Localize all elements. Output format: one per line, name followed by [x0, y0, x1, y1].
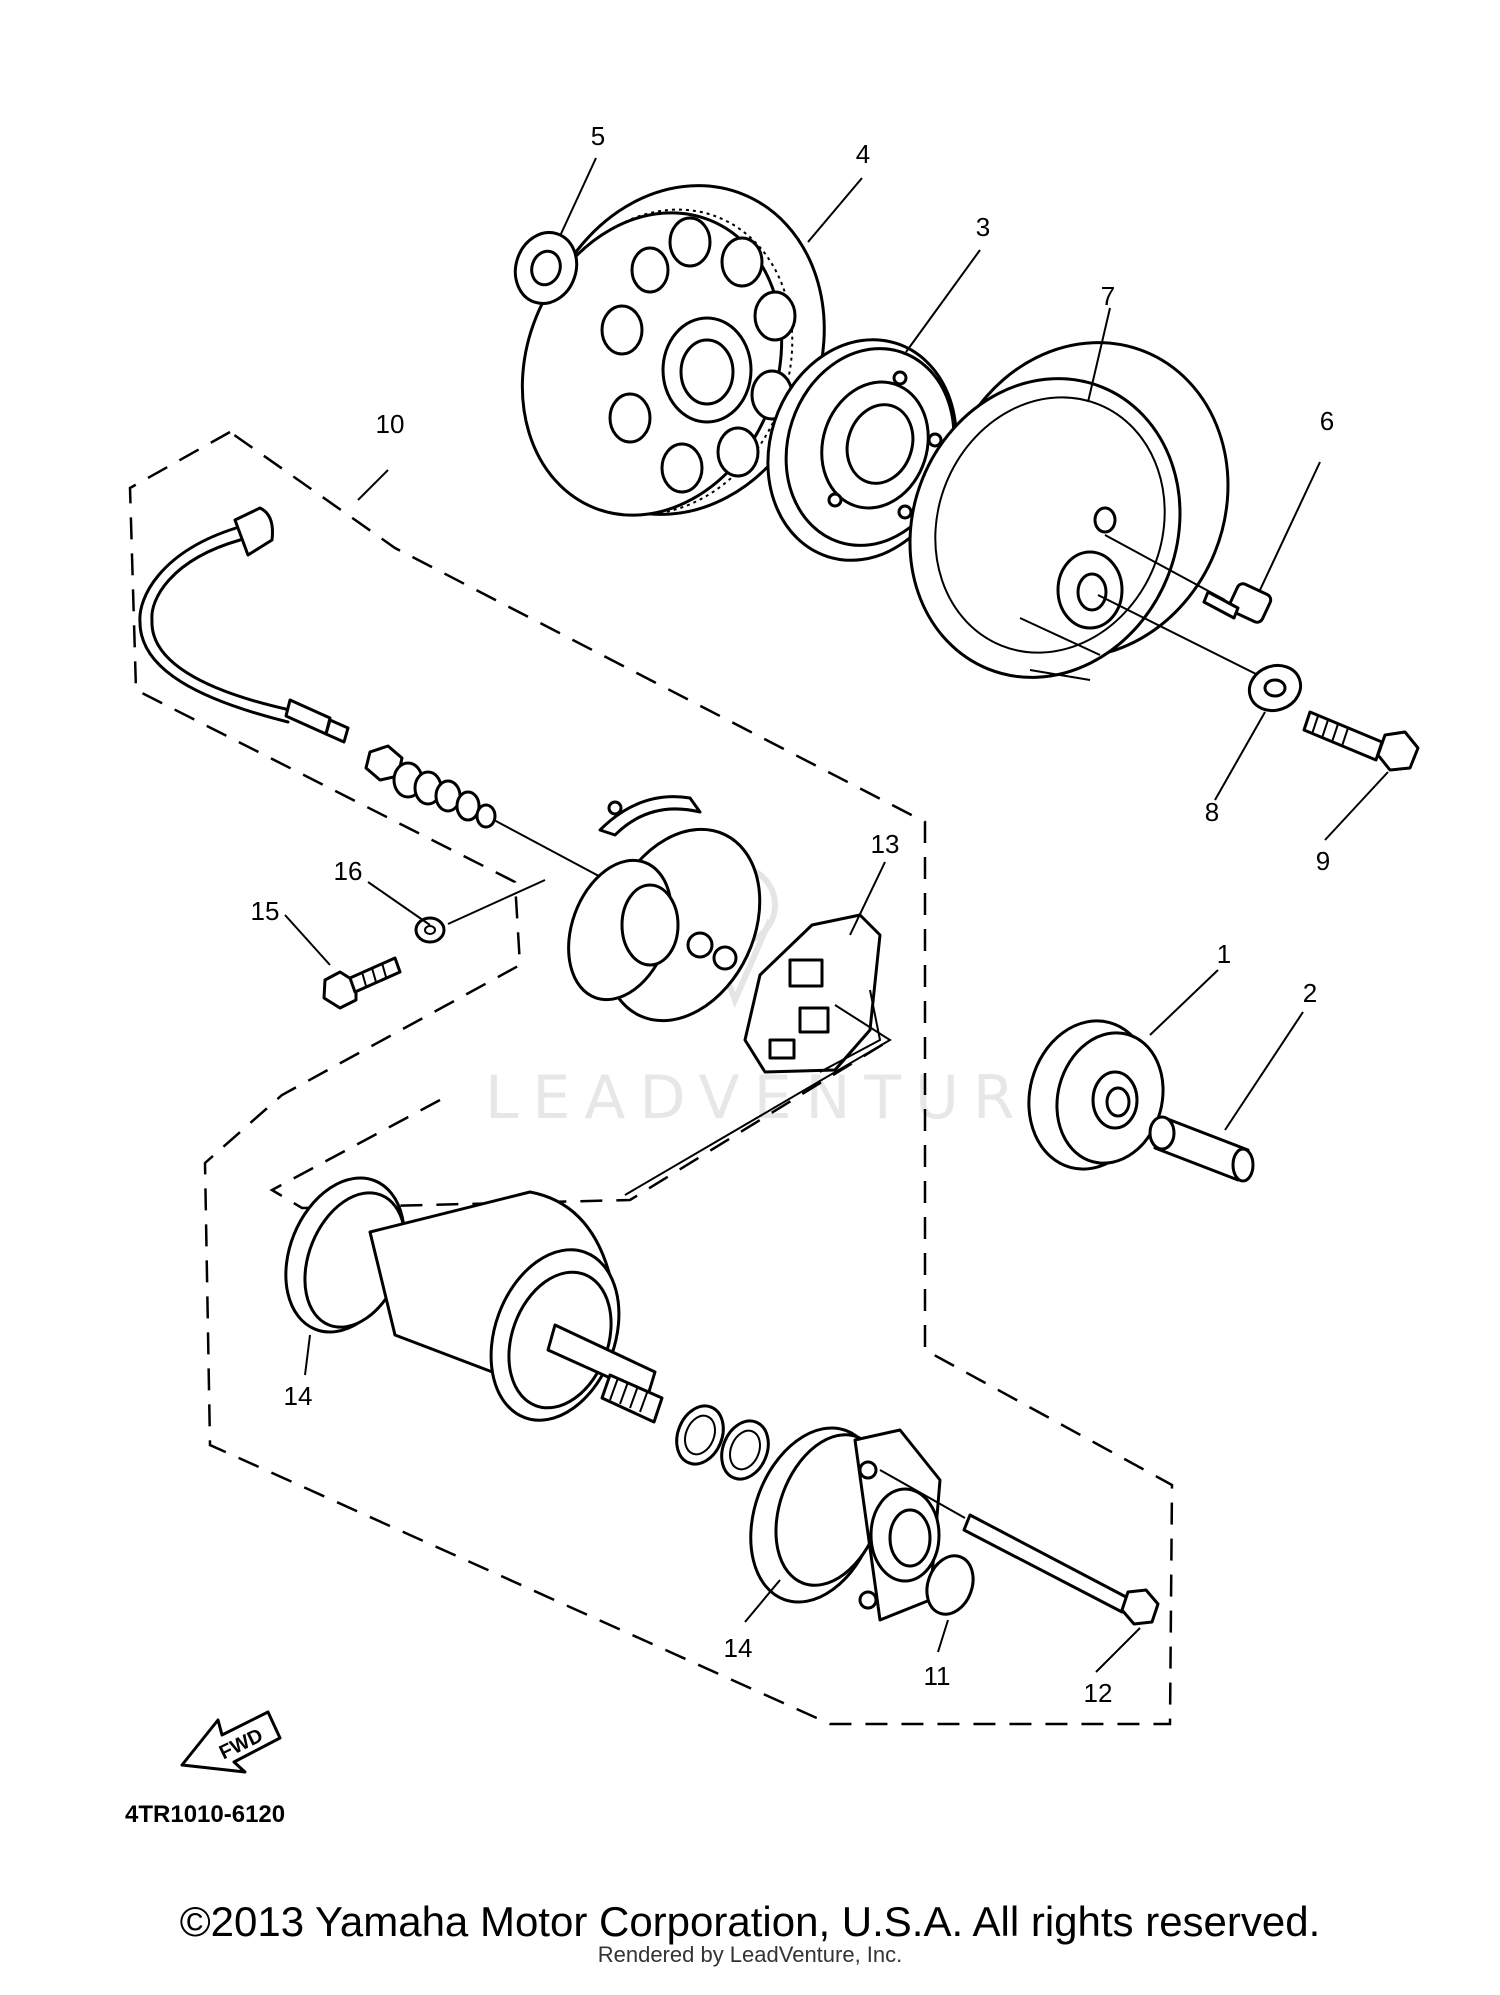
watermark-text: LEADVENTURE: [485, 1063, 1081, 1133]
idle-gear: [1027, 1019, 1165, 1171]
starter-yoke: [284, 1176, 664, 1424]
copyright-notice: ©2013 Yamaha Motor Corporation, U.S.A. A…: [179, 1898, 1321, 1945]
through-bolt-12: [879, 1469, 1160, 1626]
callout-6: 6: [1320, 406, 1334, 436]
starter-clutch: [766, 338, 958, 562]
callout-1: 1: [1217, 939, 1231, 969]
callout-15: 15: [251, 896, 280, 926]
washer-16: [414, 879, 546, 944]
callout-7: 7: [1101, 281, 1115, 311]
shaft-2: [1148, 1115, 1255, 1183]
armature-subframe: [269, 1038, 891, 1210]
callout-2: 2: [1303, 978, 1317, 1008]
callout-8: 8: [1205, 797, 1219, 827]
leader-lines: [284, 157, 1389, 1673]
assembly-outline-10: [128, 430, 1174, 1726]
callout-4: 4: [856, 139, 870, 169]
brush-holder: [624, 913, 892, 1196]
callout-11: 11: [924, 1661, 951, 1691]
callout-9: 9: [1316, 846, 1330, 876]
callout-3: 3: [976, 212, 990, 242]
callout-10: 10: [376, 409, 405, 439]
callout-14-upper: 14: [284, 1381, 313, 1411]
starter-rear-cover: [567, 795, 762, 1023]
ring-gear: [520, 184, 826, 517]
callouts: 5 4 3 7 10 6 8 9 13 16 15 1 2 14 14 11 1…: [251, 121, 1335, 1708]
washer-5: [513, 231, 579, 305]
terminal-nut-and-washers: [364, 744, 626, 891]
shaft-washers: [675, 1404, 770, 1481]
washer-8: [1097, 594, 1303, 713]
callout-16: 16: [334, 856, 363, 886]
diagram-code: 4TR1010-6120: [125, 1801, 285, 1828]
rendered-by-note: Rendered by LeadVenture, Inc.: [597, 1942, 903, 1967]
lead-wire: [138, 506, 350, 744]
callout-13: 13: [871, 829, 900, 859]
o-ring-11: [925, 1554, 975, 1616]
fwd-arrow-icon: FWD: [180, 1710, 282, 1774]
callout-14-lower: 14: [724, 1633, 753, 1663]
bolt-6: [1104, 534, 1273, 624]
callout-12: 12: [1084, 1678, 1113, 1708]
bolt-9: [1302, 710, 1420, 772]
bolt-15: [322, 956, 402, 1010]
callout-5: 5: [591, 121, 605, 151]
starter-front-cover: [749, 1426, 942, 1622]
